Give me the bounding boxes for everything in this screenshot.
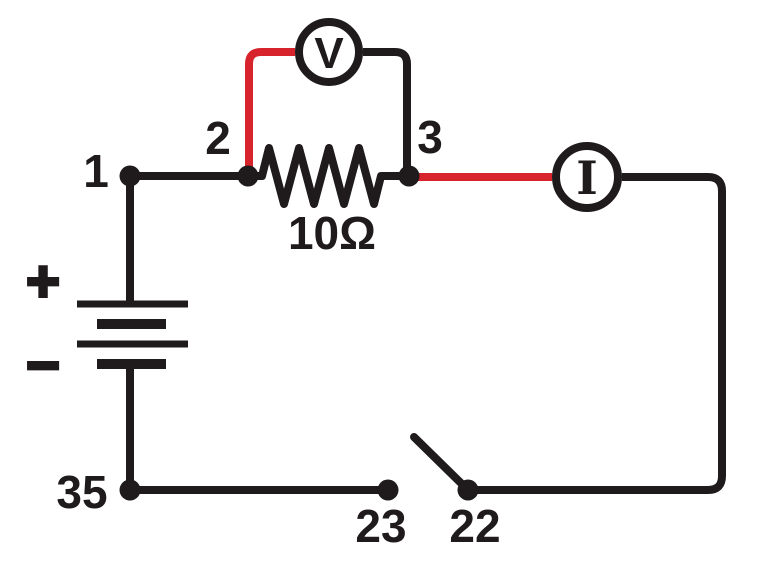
ammeter-label: I: [576, 151, 598, 205]
node-2-label: 2: [205, 112, 231, 164]
node-23-dot: [377, 479, 399, 501]
node-22-label: 22: [449, 500, 500, 552]
battery-minus-sign: −: [26, 333, 60, 398]
battery-plus-sign: +: [26, 249, 60, 314]
wire-node2-voltmeter-red: [245, 48, 295, 176]
resistor-value-label: 10Ω: [288, 207, 376, 259]
node-35-dot: [119, 479, 141, 501]
node-3-label: 3: [417, 111, 443, 163]
node-35-label: 35: [56, 466, 107, 518]
wire-ammeter-node22-loop: [468, 173, 726, 494]
node-22-dot: [457, 479, 479, 501]
node-23-label: 23: [355, 500, 406, 552]
wire-voltmeter-node3: [363, 48, 411, 176]
node-3-dot: [398, 165, 420, 187]
switch-lever: [410, 433, 472, 494]
voltmeter-circle: [295, 18, 363, 86]
node-1-label: 1: [83, 145, 109, 197]
node-2-dot: [237, 165, 259, 187]
node-1-dot: [119, 165, 141, 187]
resistor-symbol: [248, 144, 409, 208]
ammeter-circle: [552, 142, 622, 212]
voltmeter-label: V: [314, 29, 344, 78]
